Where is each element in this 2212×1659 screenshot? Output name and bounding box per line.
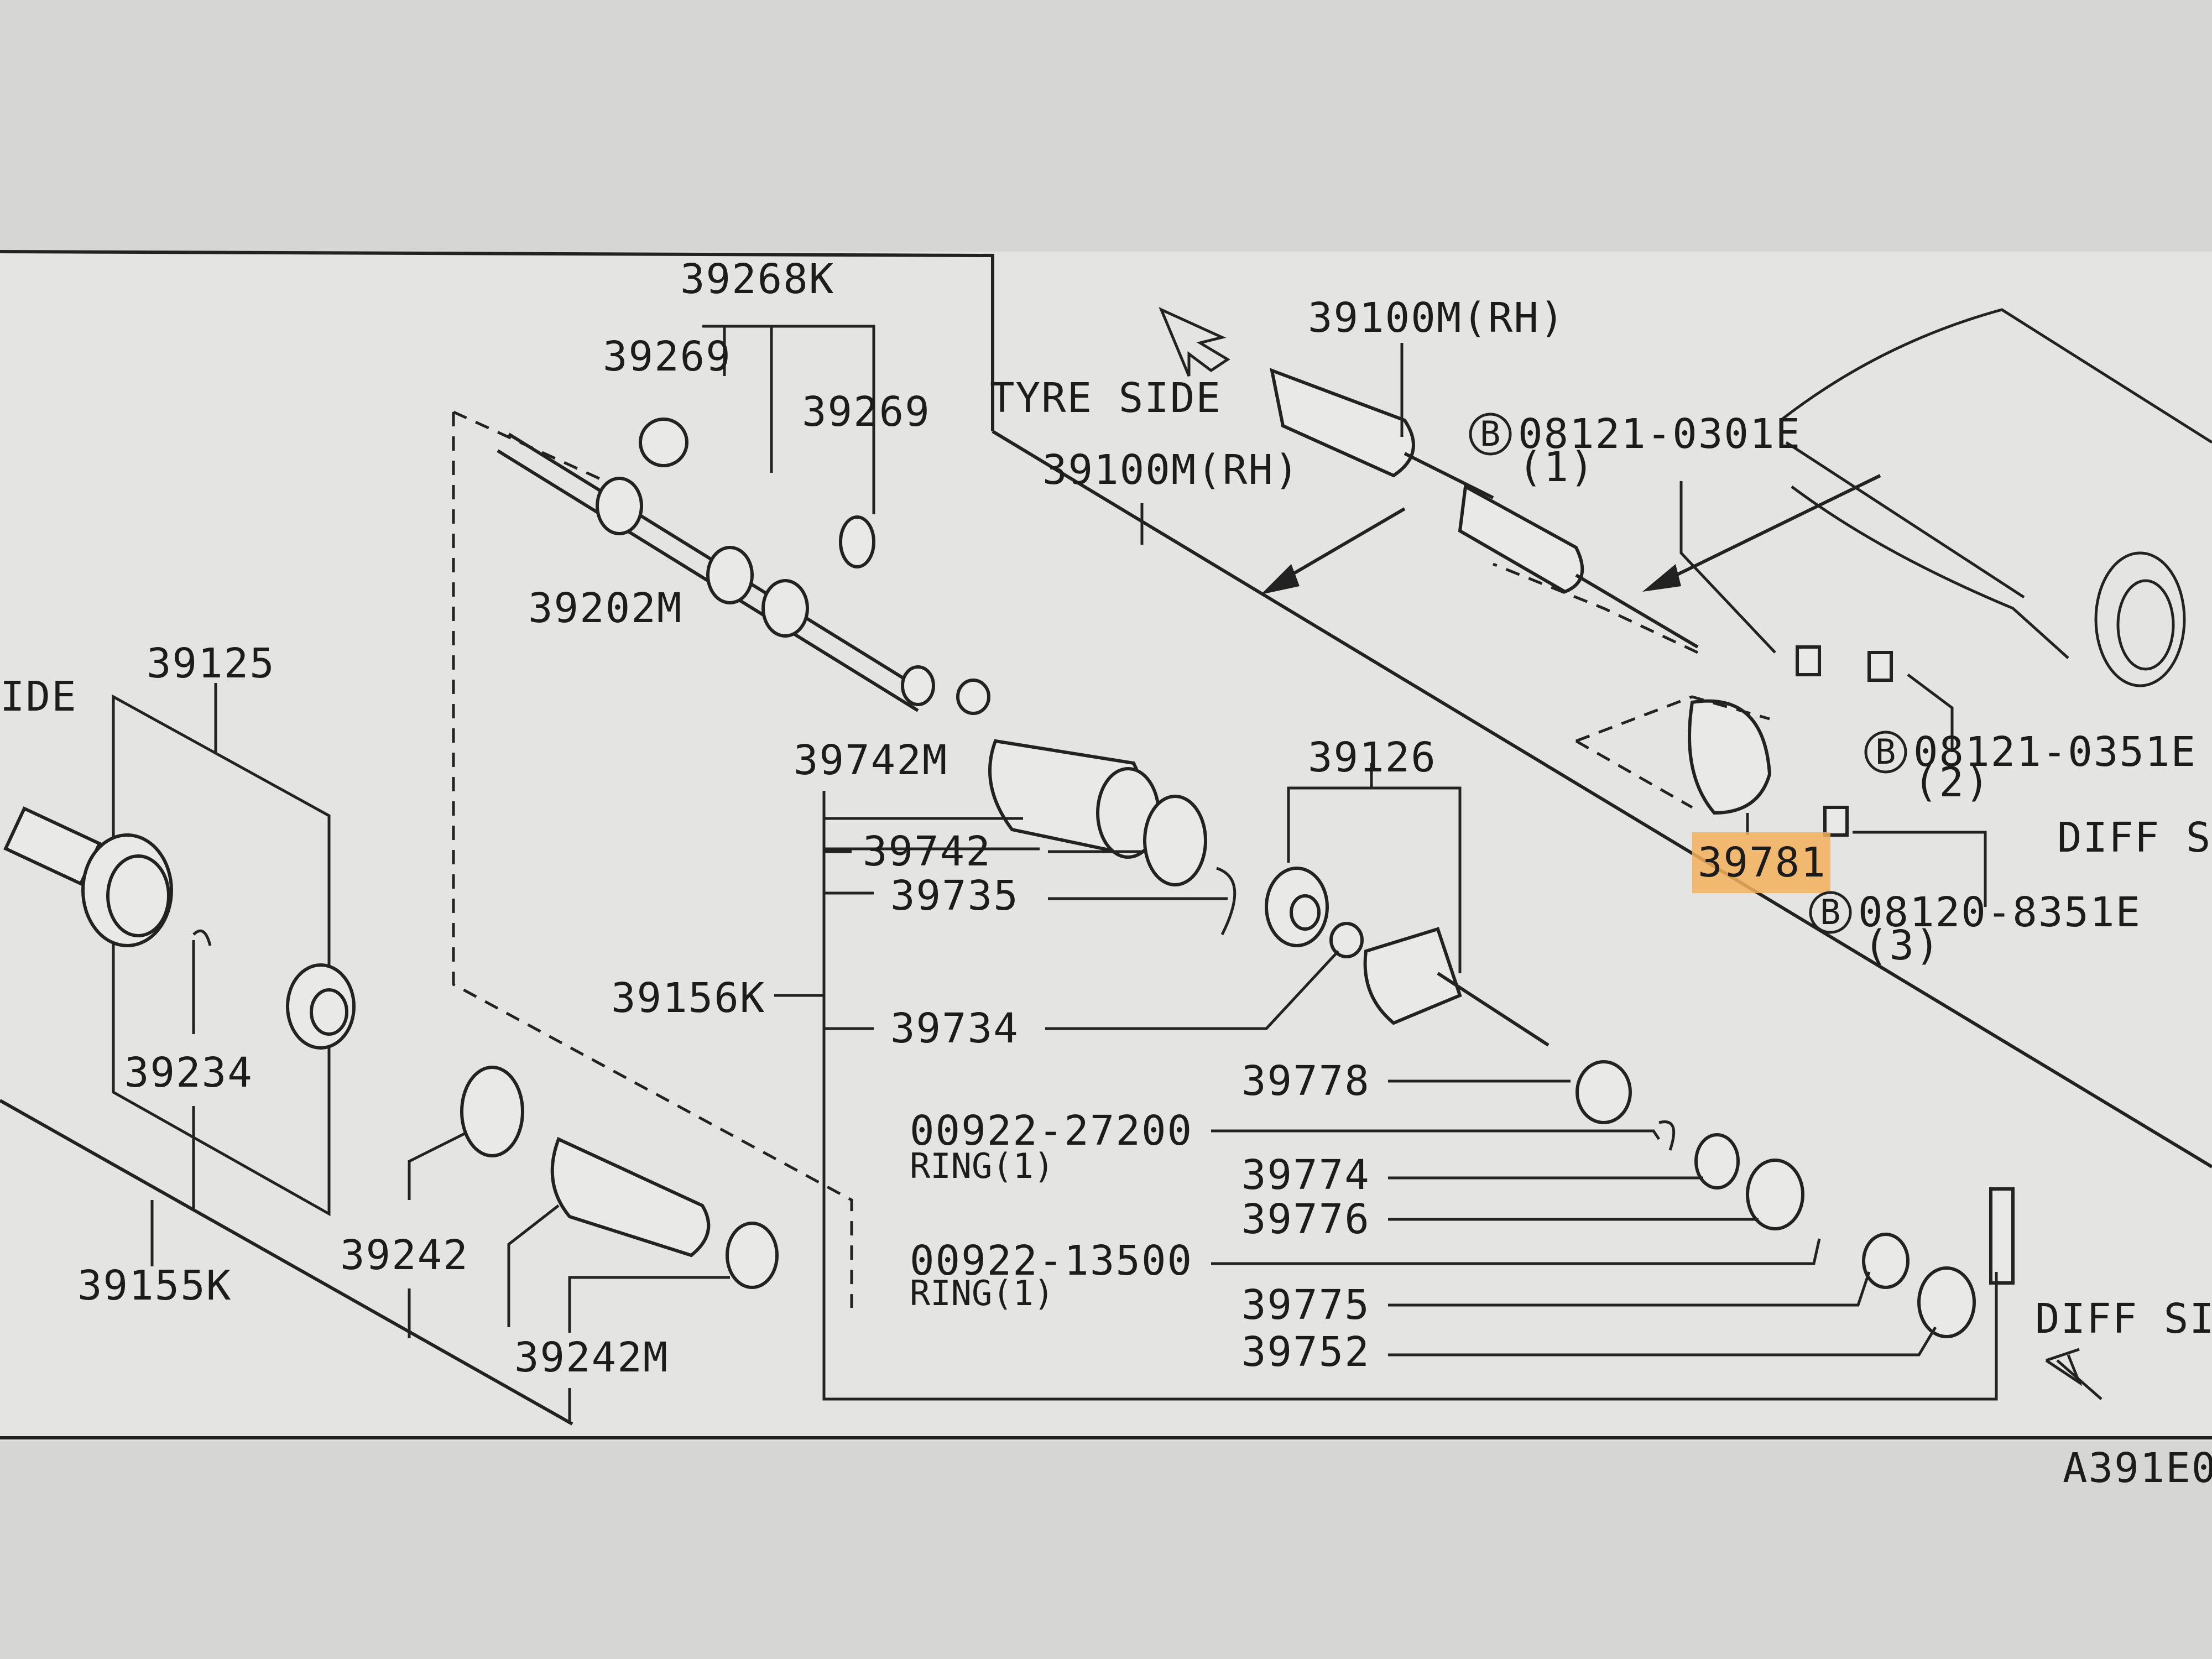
label-39752: 39752 <box>1241 1328 1370 1376</box>
label-00922-13500: 00922-13500 <box>910 1237 1193 1285</box>
label-39269-right: 39269 <box>802 388 931 436</box>
outer-boot-parts <box>460 1066 779 1289</box>
label-39775: 39775 <box>1241 1281 1370 1329</box>
bolt-badge-icons <box>1469 413 1907 934</box>
diff-side-arrow-icon <box>2045 1348 2103 1400</box>
label-39774: 39774 <box>1241 1151 1370 1199</box>
label-tyre-side: TYRE SIDE <box>990 374 1222 422</box>
label-39234: 39234 <box>124 1049 253 1097</box>
inner-boot-parts <box>988 739 2015 1338</box>
label-08120-8351e: 08120-8351E <box>1858 889 2141 936</box>
outer-joint-assembly <box>3 694 356 1217</box>
label-diff-side-top: DIFF S <box>2057 814 2211 862</box>
bolt-badge-2: B <box>1875 732 1896 772</box>
leader-lines <box>150 325 1998 1424</box>
label-08121-0351e: 08121-0351E <box>1913 728 2197 776</box>
label-39100m-mid: 39100M(RH) <box>1042 446 1300 494</box>
label-side-left: IDE <box>0 673 77 721</box>
bolt-badge-3: B <box>1820 892 1840 932</box>
label-bolt2-qty: (2) <box>1913 759 1991 806</box>
label-39125: 39125 <box>147 640 275 687</box>
label-39156k: 39156K <box>611 974 765 1022</box>
label-39202m: 39202M <box>528 585 682 632</box>
label-bolt1-qty: (1) <box>1518 444 1595 491</box>
label-39742: 39742 <box>863 828 992 875</box>
label-39734: 39734 <box>890 1005 1019 1052</box>
direction-arrow-icon <box>1159 307 1230 377</box>
label-39735: 39735 <box>890 872 1019 920</box>
label-39778: 39778 <box>1241 1057 1370 1105</box>
axle-and-vehicle <box>1261 308 2212 837</box>
label-diff-side-bottom: DIFF SI <box>2035 1295 2212 1343</box>
label-39269-left: 39269 <box>603 333 732 380</box>
label-39100m-top: 39100M(RH) <box>1308 294 1566 342</box>
label-bolt3-qty: (3) <box>1864 922 1941 969</box>
label-08121-0301e: 08121-0301E <box>1518 410 1801 458</box>
label-39155k: 39155K <box>77 1262 232 1310</box>
label-39781: 39781 <box>1698 839 1827 886</box>
label-figure-id: A391E0 <box>2063 1444 2212 1492</box>
frame-lines <box>0 250 2212 1439</box>
label-39242: 39242 <box>340 1232 469 1279</box>
bolt-badge-1: B <box>1480 414 1500 454</box>
label-39776: 39776 <box>1241 1196 1370 1243</box>
label-ring-1b: RING(1) <box>910 1273 1054 1313</box>
label-00922-27200: 00922-27200 <box>910 1107 1193 1155</box>
label-39268k: 39268K <box>680 255 834 303</box>
part-highlight <box>1692 832 1830 893</box>
label-39126: 39126 <box>1308 734 1437 781</box>
label-39742m: 39742M <box>794 737 948 784</box>
label-39242m: 39242M <box>514 1334 669 1381</box>
label-ring-1a: RING(1) <box>910 1146 1054 1186</box>
shaft-assembly <box>497 418 990 715</box>
